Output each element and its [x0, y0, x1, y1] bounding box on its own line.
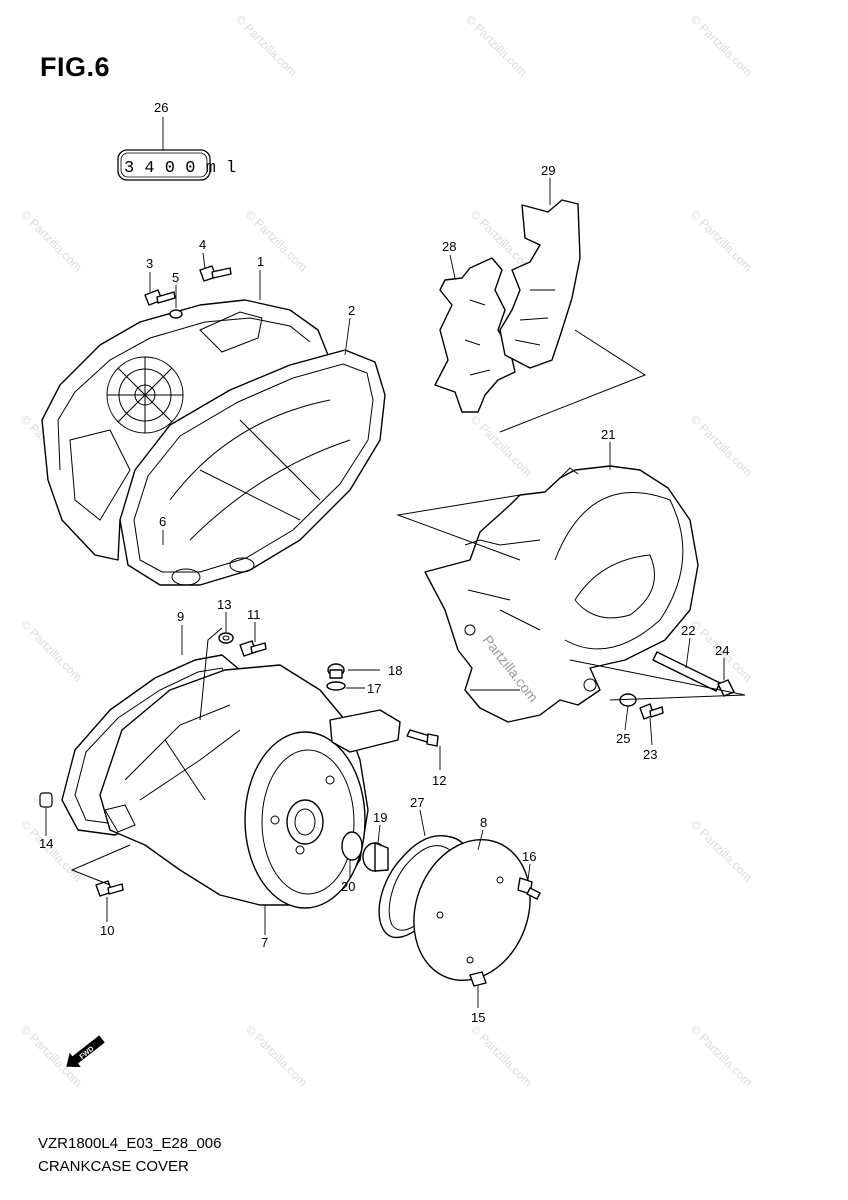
callout-3: 3	[146, 256, 153, 271]
callout-16: 16	[522, 849, 536, 864]
callout-20: 20	[341, 879, 355, 894]
watermark-text: © Partzilla.com	[688, 12, 755, 79]
label-26-text: 3 4 0 0 m l	[124, 159, 236, 178]
callout-25: 25	[616, 731, 630, 746]
part-8-cover-plate	[413, 838, 531, 982]
callout-7: 7	[261, 935, 268, 950]
part-23-bolt	[639, 703, 664, 720]
part-5-washer	[169, 309, 183, 319]
part-2-gasket	[119, 349, 386, 586]
callout-21: 21	[601, 427, 615, 442]
watermark-text: © Partzilla.com	[688, 1022, 755, 1089]
callout-1: 1	[257, 254, 264, 269]
part-16-bolt	[517, 877, 541, 900]
callout-10: 10	[100, 923, 114, 938]
model-code: VZR1800L4_E03_E28_006	[38, 1135, 222, 1152]
callout-26: 26	[154, 100, 168, 115]
watermark-text: © Partzilla.com	[468, 1022, 535, 1089]
part-28-29-bracket-line	[499, 329, 647, 433]
fwd-label: FWD	[79, 1045, 96, 1060]
part-28-plate	[434, 257, 516, 413]
part-13-washer	[218, 632, 234, 644]
callouts: 26 1 2 3 4 5 6 28 29 21 22 24 25 23 9 13…	[39, 100, 729, 1025]
part-11-bolt	[239, 640, 267, 657]
part-9-bracket-line	[199, 627, 223, 721]
watermark-text: © Partzilla.com	[243, 207, 310, 274]
callout-23: 23	[643, 747, 657, 762]
part-18-plug	[327, 663, 345, 679]
callout-9: 9	[177, 609, 184, 624]
part-3-bolt	[144, 289, 176, 306]
callout-13: 13	[217, 597, 231, 612]
callout-28: 28	[442, 239, 456, 254]
callout-2: 2	[348, 303, 355, 318]
fwd-arrow-icon: FWD	[66, 1035, 105, 1067]
part-19-plug	[362, 842, 389, 872]
callout-11: 11	[247, 607, 261, 622]
callout-15: 15	[471, 1010, 485, 1025]
part-7-bracket-line	[70, 844, 131, 886]
callout-17: 17	[367, 681, 381, 696]
part-14-plug	[39, 792, 53, 808]
part-10-bolt	[95, 880, 124, 897]
part-22-spacer	[652, 651, 721, 692]
part-20-o-ring	[341, 831, 363, 861]
callout-12: 12	[432, 773, 446, 788]
callout-24: 24	[715, 643, 729, 658]
part-15-bolt	[469, 971, 487, 987]
part-12-bolt	[406, 729, 439, 747]
callout-22: 22	[681, 623, 695, 638]
callout-4: 4	[199, 237, 206, 252]
callout-18: 18	[388, 663, 402, 678]
callout-29: 29	[541, 163, 555, 178]
watermark-text: © Partzilla.com	[688, 412, 755, 479]
part-21-bracket-line	[396, 494, 521, 561]
watermark-text: © Partzilla.com	[18, 207, 85, 274]
fastener-bracket-line	[569, 659, 746, 701]
part-24-nut	[717, 679, 735, 697]
callout-6: 6	[159, 514, 166, 529]
callout-8: 8	[480, 815, 487, 830]
section-name: CRANKCASE COVER	[38, 1158, 189, 1175]
part-29-plate	[499, 199, 581, 369]
watermark-text: © Partzilla.com	[233, 12, 300, 79]
callout-14: 14	[39, 836, 53, 851]
watermark-text: © Partzilla.com	[688, 207, 755, 274]
watermark-text: © Partzilla.com	[688, 817, 755, 884]
callout-5: 5	[172, 270, 179, 285]
part-17-o-ring	[326, 681, 346, 691]
part-7-crankcase-cover	[99, 664, 401, 909]
callout-27: 27	[410, 795, 424, 810]
part-26-label: 3 4 0 0 m l	[117, 117, 236, 181]
part-21-outer-cover	[424, 465, 699, 723]
watermark-text: © Partzilla.com	[463, 12, 530, 79]
figure-title: FIG.6	[40, 52, 111, 82]
part-4-bolt	[199, 265, 232, 282]
leader-lines	[45, 178, 725, 1008]
watermark-text: © Partzilla.com	[18, 617, 85, 684]
watermark-text: © Partzilla.com	[243, 1022, 310, 1089]
callout-19: 19	[373, 810, 387, 825]
